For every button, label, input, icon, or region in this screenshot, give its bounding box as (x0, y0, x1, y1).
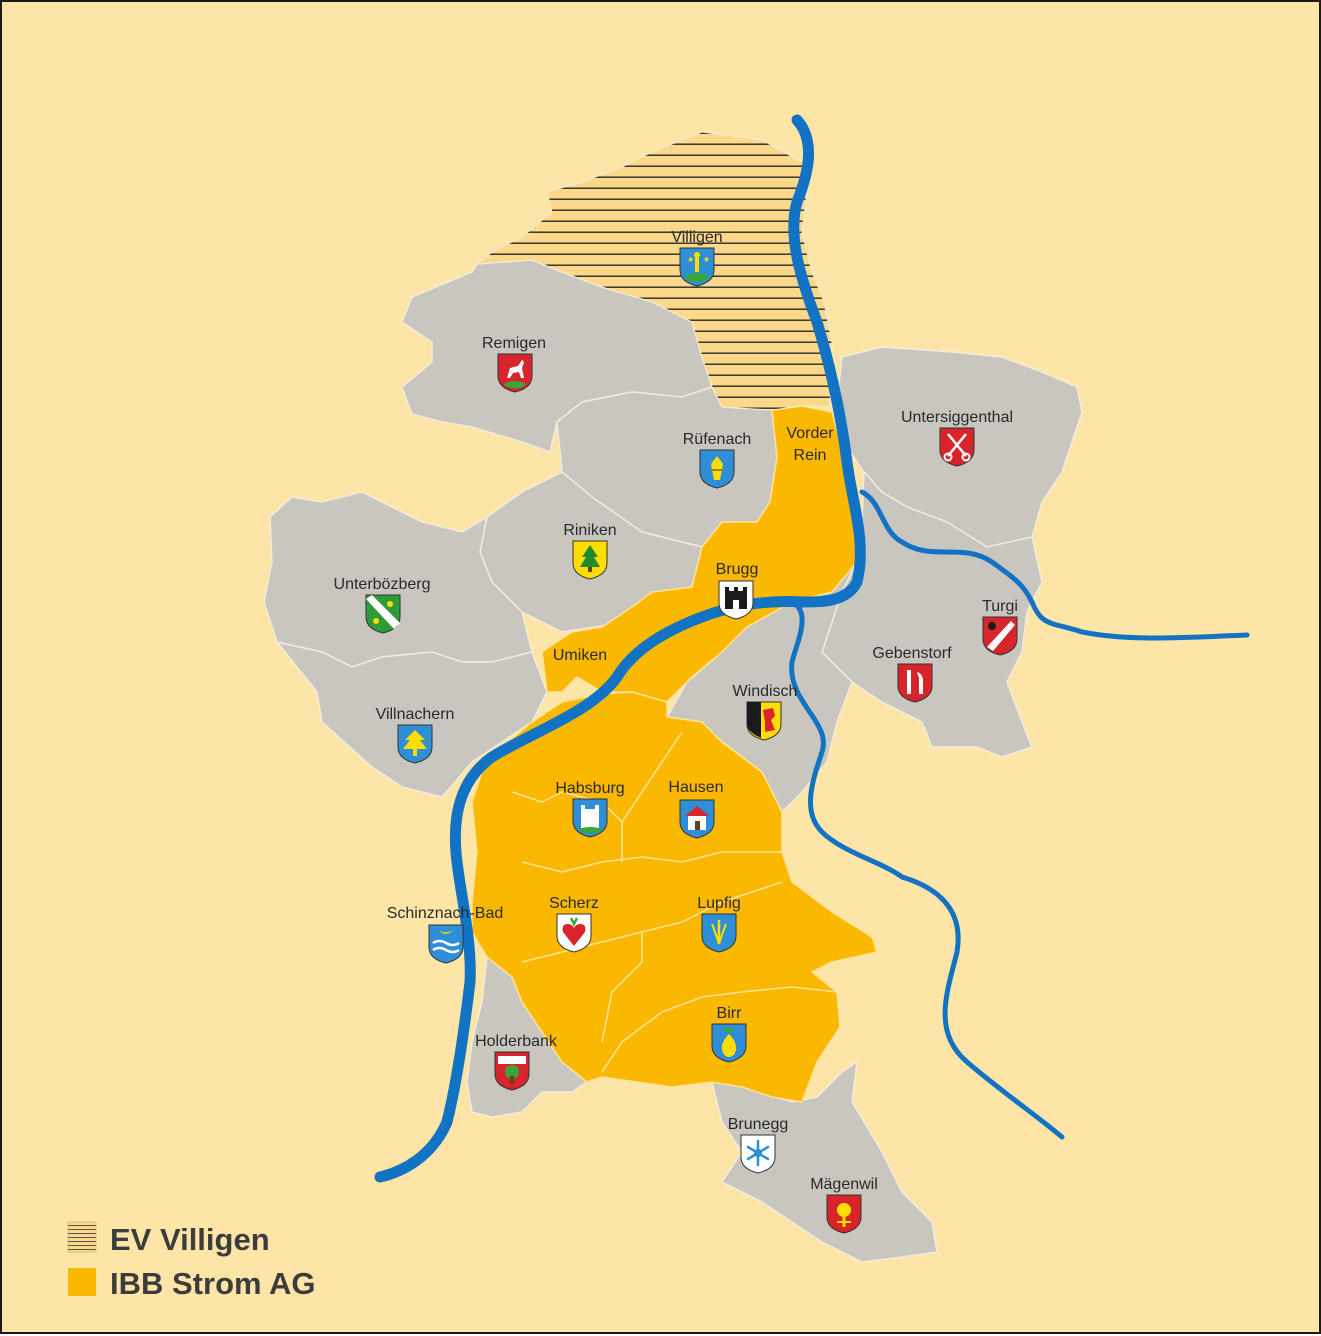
label-untersiggenthal: Untersiggenthal (901, 409, 1013, 426)
unterboezberg-coat-of-arms-icon (365, 594, 401, 634)
legend-swatch-ev-villigen (67, 1221, 97, 1253)
label-riniken: Riniken (563, 522, 616, 539)
label-remigen: Remigen (482, 335, 546, 352)
label-unterboezberg: Unterbözberg (334, 576, 431, 593)
label-scherz: Scherz (549, 895, 599, 912)
label-ruefenach: Rüfenach (683, 431, 752, 448)
turgi-coat-of-arms-icon (982, 616, 1018, 656)
villigen-coat-of-arms-icon: ★ ★ (679, 247, 715, 287)
habsburg-coat-of-arms-icon (572, 798, 608, 838)
legend-swatch-ibb-strom (68, 1268, 96, 1296)
hausen-coat-of-arms-icon (679, 799, 715, 839)
area-villnachern[interactable] (275, 640, 548, 798)
label-maegenwil: Mägenwil (810, 1176, 878, 1193)
label-windisch: Windisch (733, 683, 798, 700)
gebenstorf-coat-of-arms-icon (897, 663, 933, 703)
legend: EV Villigen IBB Strom AG (67, 1221, 316, 1301)
brunegg-coat-of-arms-icon (740, 1134, 776, 1174)
label-holderbank: Holderbank (475, 1033, 558, 1050)
untersiggenthal-coat-of-arms-icon (939, 427, 975, 467)
municipality-labels: Villigen Remigen Rüfenach Vorder Rein Un… (334, 229, 1018, 1193)
rivers (374, 114, 1250, 1183)
svg-text:★: ★ (703, 255, 710, 264)
label-vorder-rein-line1: Vorder (786, 425, 834, 442)
riniken-coat-of-arms-icon (572, 540, 608, 580)
label-habsburg: Habsburg (555, 780, 624, 797)
label-gebenstorf: Gebenstorf (872, 645, 952, 662)
label-brunegg: Brunegg (728, 1116, 789, 1133)
label-villigen: Villigen (671, 229, 722, 246)
label-turgi: Turgi (982, 598, 1018, 615)
river-aare (374, 114, 866, 1183)
legend-label-ev-villigen: EV Villigen (110, 1222, 270, 1257)
lupfig-coat-of-arms-icon (701, 913, 737, 953)
label-umiken: Umiken (553, 647, 607, 664)
river-limmat (859, 489, 1250, 641)
legend-label-ibb-strom: IBB Strom AG (110, 1266, 316, 1301)
villnachern-coat-of-arms-icon (397, 724, 433, 764)
svg-text:★: ★ (687, 255, 694, 264)
maegenwil-coat-of-arms-icon (826, 1194, 862, 1234)
schinznach-bad-coat-of-arms-icon (428, 924, 464, 964)
label-brugg: Brugg (716, 561, 759, 578)
scherz-coat-of-arms-icon (556, 913, 592, 953)
remigen-coat-of-arms-icon (497, 353, 533, 393)
label-villnachern: Villnachern (376, 706, 455, 723)
brugg-coat-of-arms-icon (718, 580, 754, 620)
windisch-coat-of-arms-icon (746, 701, 782, 741)
municipality-areas-ibb (471, 405, 878, 1103)
label-lupfig: Lupfig (697, 895, 741, 912)
birr-coat-of-arms-icon (711, 1023, 747, 1063)
coats-of-arms: ★ ★ (365, 247, 1018, 1234)
area-brunegg-maegenwil[interactable] (710, 1060, 938, 1263)
label-schinznach-bad: Schinznach-Bad (387, 905, 504, 922)
label-vorder-rein-line2: Rein (794, 447, 827, 464)
area-villigen[interactable] (475, 131, 833, 411)
ruefenach-coat-of-arms-icon (699, 449, 735, 489)
label-hausen: Hausen (668, 779, 723, 796)
river-reuss (789, 599, 1065, 1140)
holderbank-coat-of-arms-icon (494, 1051, 530, 1091)
label-birr: Birr (717, 1005, 743, 1022)
